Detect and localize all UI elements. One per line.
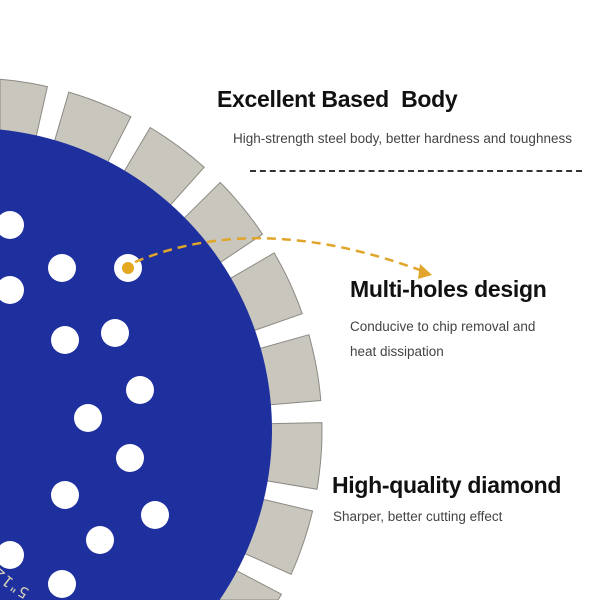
feature-title-holes: Multi-holes design (350, 276, 547, 302)
feature-desc-holes: Conducive to chip removal and heat dissi… (350, 314, 535, 364)
cooling-hole (48, 254, 76, 282)
diamond-segment (261, 422, 323, 490)
cooling-hole (0, 541, 24, 569)
cooling-hole (141, 501, 169, 529)
cooling-hole (0, 211, 24, 239)
cooling-hole (126, 376, 154, 404)
cooling-hole (0, 276, 24, 304)
cooling-hole (86, 526, 114, 554)
cooling-hole (51, 326, 79, 354)
cooling-hole (74, 404, 102, 432)
cooling-hole (48, 570, 76, 598)
cooling-hole (51, 481, 79, 509)
diamond-segment (254, 334, 322, 406)
highlight-dot (122, 262, 134, 274)
divider-dashed (250, 170, 582, 172)
feature-title-body: Excellent Based Body (217, 86, 458, 112)
desc-line: Conducive to chip removal and (350, 319, 536, 334)
cooling-hole (116, 444, 144, 472)
desc-line: heat dissipation (350, 344, 444, 359)
cooling-hole (101, 319, 129, 347)
dashed-arrow-line (134, 237, 426, 274)
diamond-segment (0, 78, 48, 142)
arrow-head-icon (418, 264, 432, 279)
feature-title-diamond: High-quality diamond (332, 472, 562, 498)
feature-desc-body: High-strength steel body, better hardnes… (233, 131, 572, 146)
feature-desc-diamond: Sharper, better cutting effect (333, 509, 503, 524)
